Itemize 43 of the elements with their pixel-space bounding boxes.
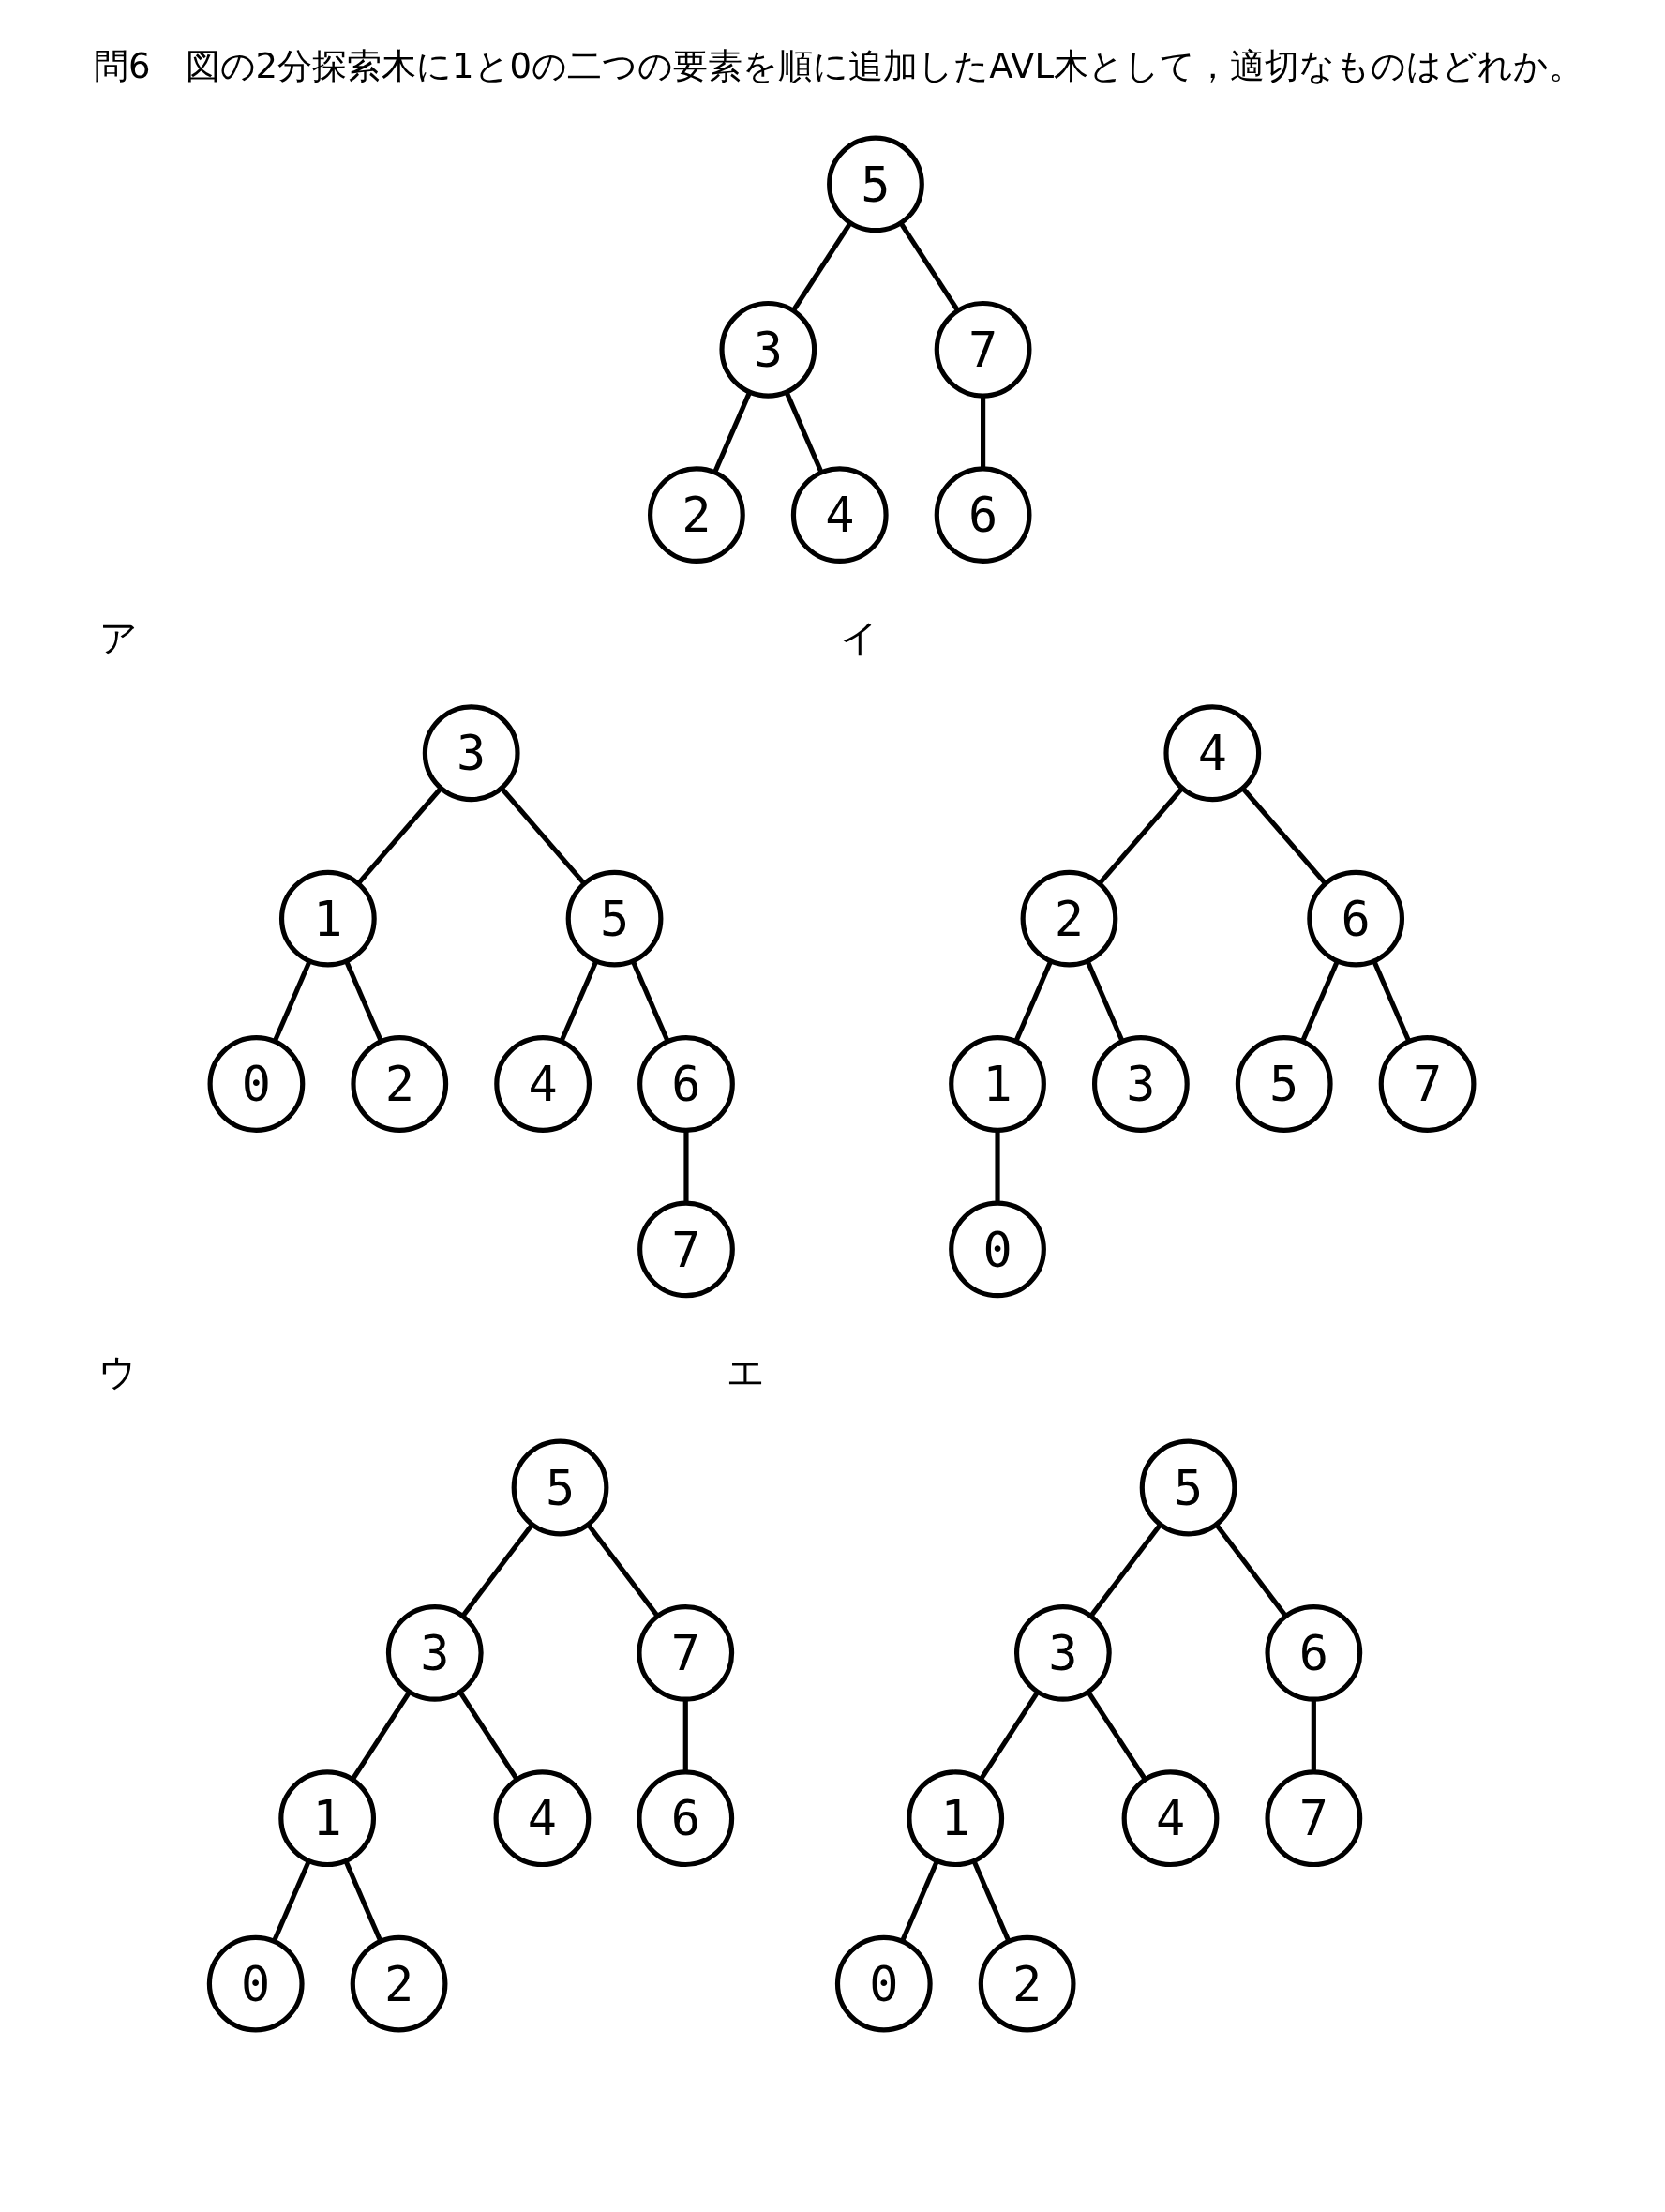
node-circle: 0 — [834, 1935, 933, 2033]
node-circle: 5 — [1235, 1035, 1333, 1134]
node-circle: 0 — [949, 1200, 1046, 1299]
node-circle: 7 — [1265, 1769, 1363, 1868]
node-circle: 1 — [907, 1769, 1005, 1868]
node-circle: 2 — [978, 1935, 1076, 2033]
node-circle: 7 — [637, 1604, 735, 1703]
node-circle: 0 — [206, 1935, 305, 2033]
node-circle: 5 — [511, 1438, 609, 1537]
node-circle: 1 — [278, 1769, 377, 1868]
choice-label: エ — [727, 1348, 766, 1394]
node-circle: 6 — [934, 466, 1032, 564]
node-circle: 5 — [565, 870, 664, 968]
question-text: 問6 図の2分探索木に1と0の二つの要素を順に追加したAVL木として，適切なものはどれか。 — [93, 45, 1585, 88]
node-circle: 6 — [1307, 870, 1405, 968]
node-circle: 2 — [1020, 870, 1118, 968]
node-circle: 5 — [1139, 1438, 1238, 1537]
node-circle: 3 — [719, 301, 818, 399]
node-circle: 1 — [278, 870, 377, 968]
choice-label: イ — [840, 614, 879, 660]
node-circle: 0 — [207, 1035, 306, 1134]
choice-label: ア — [98, 614, 138, 660]
node-circle: 4 — [1163, 704, 1262, 803]
node-circle: 4 — [1121, 1769, 1220, 1868]
node-circle: 2 — [351, 1035, 449, 1134]
node-circle: 2 — [648, 466, 745, 564]
node-circle: 5 — [827, 135, 924, 233]
node-circle: 7 — [1378, 1035, 1477, 1134]
node-circle: 6 — [637, 1769, 735, 1868]
node-circle: 6 — [638, 1035, 735, 1134]
node-circle: 3 — [1092, 1035, 1190, 1134]
node-circle: 7 — [934, 301, 1032, 399]
node-circle: 4 — [790, 466, 889, 564]
node-circle: 2 — [350, 1935, 448, 2033]
node-circle: 4 — [494, 1035, 592, 1134]
node-circle: 6 — [1265, 1604, 1363, 1703]
node-circle: 3 — [1013, 1604, 1112, 1703]
node-circle: 3 — [385, 1604, 484, 1703]
choice-label: ウ — [98, 1348, 138, 1394]
node-circle: 7 — [638, 1200, 735, 1299]
node-circle: 3 — [422, 704, 520, 803]
node-circle: 4 — [493, 1769, 592, 1868]
node-circle: 1 — [949, 1035, 1046, 1134]
